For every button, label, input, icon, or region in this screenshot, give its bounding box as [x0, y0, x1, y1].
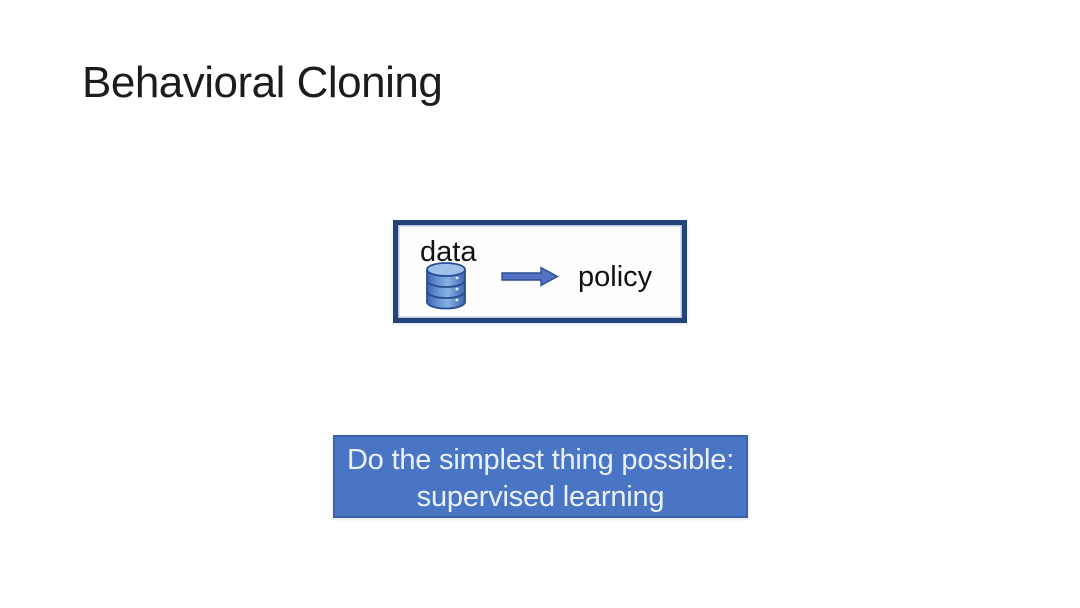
callout-line-2: supervised learning: [416, 481, 665, 513]
callout-box: Do the simplest thing possible: supervis…: [333, 435, 748, 518]
database-icon: [424, 262, 468, 310]
data-to-policy-box: data: [393, 220, 687, 323]
callout-line-1: Do the simplest thing possible:: [346, 444, 735, 476]
right-arrow-icon: [501, 266, 559, 287]
slide-title: Behavioral Cloning: [82, 58, 443, 107]
data-label: data: [420, 236, 477, 268]
policy-label: policy: [578, 261, 653, 293]
